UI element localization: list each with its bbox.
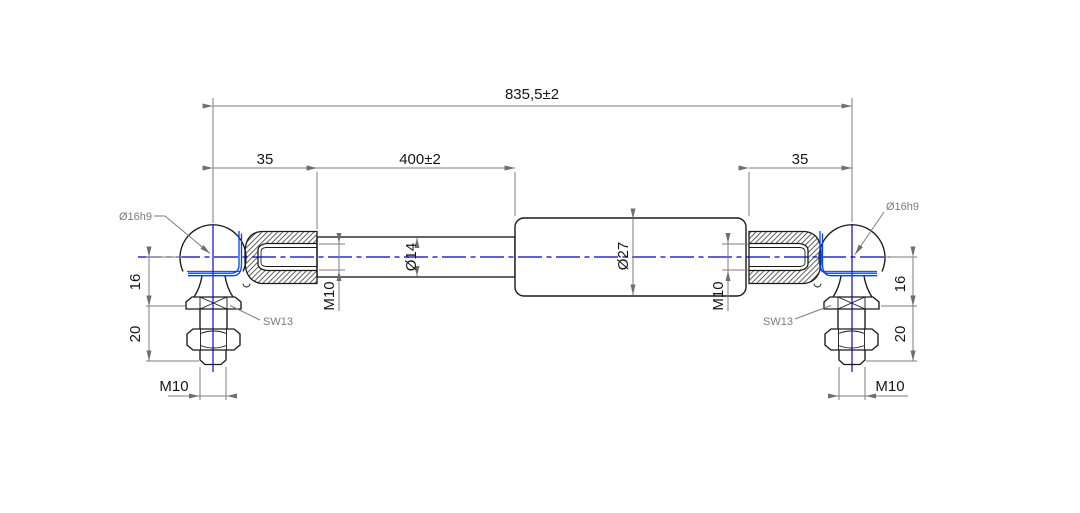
right-vertical-dimensions: 16 20	[866, 246, 917, 362]
left-stud-extensions	[199, 367, 227, 400]
right-socket-notch	[813, 283, 822, 288]
left-stud-thread-text: M10	[159, 378, 188, 395]
right-highlight-edge-inner	[821, 233, 877, 277]
right-hex-nut-facets	[838, 329, 865, 350]
left-hex-nut	[186, 328, 241, 351]
left-ball-neck	[193, 275, 234, 298]
right-wrench-leader	[794, 305, 832, 320]
right-collar	[837, 309, 866, 329]
rod-diameter-dimension: Ø14	[403, 237, 420, 277]
overall-length-dimension: 835,5±2	[202, 86, 853, 223]
left-socket-thread-dimension: M10	[319, 232, 345, 311]
left-hex-nut-facets	[200, 329, 227, 350]
right-socket-section	[748, 230, 822, 285]
left-offset-text: 35	[257, 151, 274, 168]
right-ball-socket	[748, 230, 822, 288]
right-highlight-edge-outer	[819, 231, 877, 274]
right-offset-dimension: 35	[738, 151, 852, 216]
right-ball-label-leader	[854, 211, 885, 255]
centerlines	[138, 224, 890, 372]
left-ball-socket	[242, 230, 318, 288]
left-ball-label-leader	[154, 215, 211, 254]
right-wrench-size-text: SW13	[763, 316, 793, 328]
stroke-dimension: 400±2	[306, 151, 516, 216]
right-ball-neck	[832, 275, 873, 298]
left-flange-nut	[185, 296, 242, 310]
left-socket-notch	[242, 283, 251, 288]
rod-diameter-text: Ø14	[403, 243, 420, 271]
left-highlight-edge-outer	[188, 231, 240, 274]
right-stud-extensions	[838, 367, 866, 400]
left-offset-dimension: 35	[202, 151, 318, 229]
right-socket-thread-extensions	[722, 243, 749, 271]
right-nut-height-text: 20	[892, 326, 909, 343]
right-flange-nut-cross	[837, 296, 866, 310]
left-vertical-dimensions: 16 20	[127, 246, 199, 362]
left-wrench-leader	[229, 305, 261, 321]
left-wrench-size-text: SW13	[263, 316, 293, 328]
overall-extension-lines	[212, 98, 853, 223]
left-vertical-extensions	[146, 256, 199, 362]
left-flange-nut-cross	[199, 296, 228, 310]
right-stud-thread-dimension: M10	[827, 367, 908, 400]
left-nut-height-text: 20	[127, 326, 144, 343]
right-ball-height-text: 16	[892, 276, 909, 293]
left-collar	[199, 309, 228, 329]
tube-diameter-text: Ø27	[615, 242, 632, 270]
right-socket-thread-text: M10	[710, 281, 727, 310]
left-socket-section	[244, 230, 318, 285]
right-socket-thread-dimension: M10	[710, 232, 749, 311]
left-socket-thread-text: M10	[321, 281, 338, 310]
right-hex-nut	[824, 328, 879, 351]
stroke-text: 400±2	[399, 151, 441, 168]
right-ball-diameter-text: Ø16h9	[886, 201, 919, 213]
wrench-size-labels: SW13 SW13	[229, 305, 832, 328]
left-socket-thread-extensions	[319, 243, 345, 271]
right-offset-text: 35	[792, 151, 809, 168]
overall-length-text: 835,5±2	[505, 86, 559, 103]
right-flange-nut	[823, 296, 880, 310]
left-ball-height-text: 16	[127, 274, 144, 291]
left-ball-diameter-text: Ø16h9	[119, 211, 152, 223]
highlighted-edges	[188, 231, 877, 277]
ball-diameter-labels: Ø16h9 Ø16h9	[119, 201, 919, 255]
right-ball-stud	[818, 224, 886, 366]
left-highlight-edge-inner	[188, 233, 243, 277]
tube-diameter-dimension: Ø27	[615, 208, 636, 295]
left-stud-thread-dimension: M10	[159, 367, 238, 400]
right-stud-thread-text: M10	[875, 378, 904, 395]
